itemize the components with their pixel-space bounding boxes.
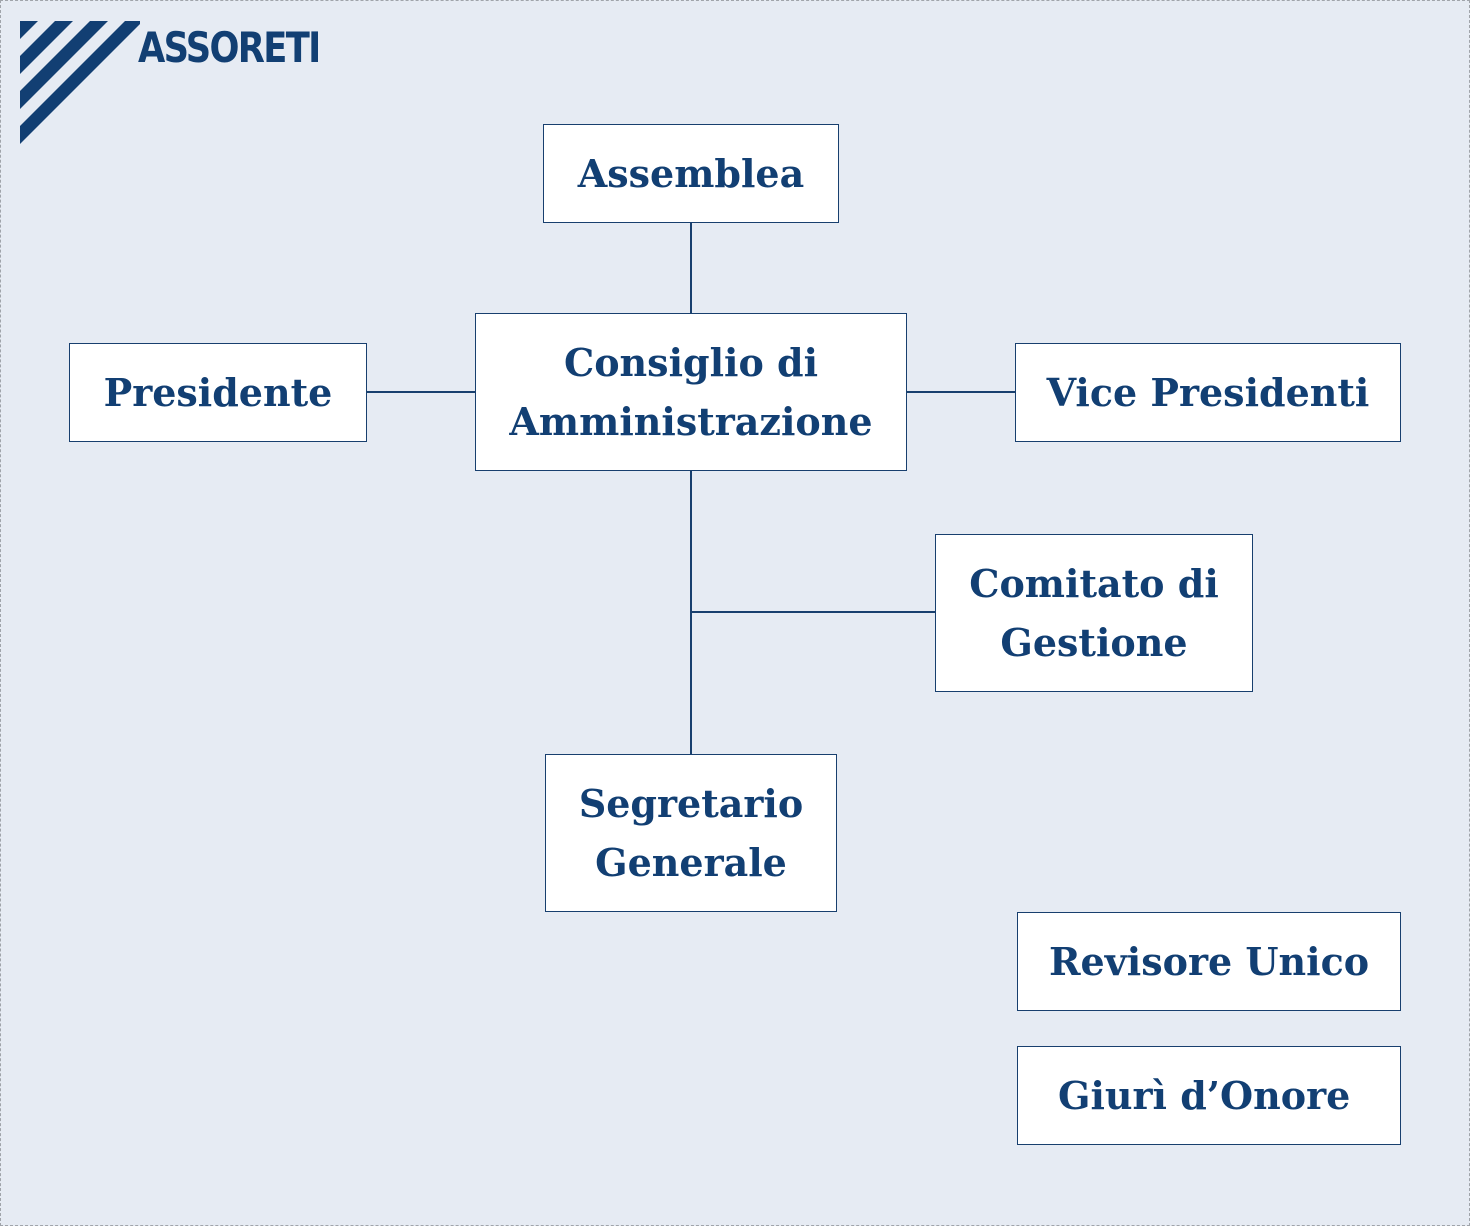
node-comitato-di-gestione: Comitato di Gestione [935, 534, 1253, 692]
node-consiglio-di-amministrazione: Consiglio di Amministrazione [475, 313, 907, 471]
assoreti-logo: ASSORETI [20, 21, 350, 153]
node-vice-presidenti: Vice Presidenti [1015, 343, 1401, 442]
logo-stripes-icon [20, 21, 140, 144]
node-giuri-d-onore: Giurì d’Onore [1017, 1046, 1401, 1145]
connector-assemblea-consiglio [690, 222, 692, 314]
node-segretario-generale: Segretario Generale [545, 754, 837, 912]
connector-presidente-consiglio [366, 391, 476, 393]
connector-trunk-comitato [691, 611, 936, 613]
connector-consiglio-vice [906, 391, 1016, 393]
node-presidente: Presidente [69, 343, 367, 442]
node-revisore-unico: Revisore Unico [1017, 912, 1401, 1011]
logo-wordmark: ASSORETI [138, 23, 321, 72]
node-assemblea: Assemblea [543, 124, 839, 223]
